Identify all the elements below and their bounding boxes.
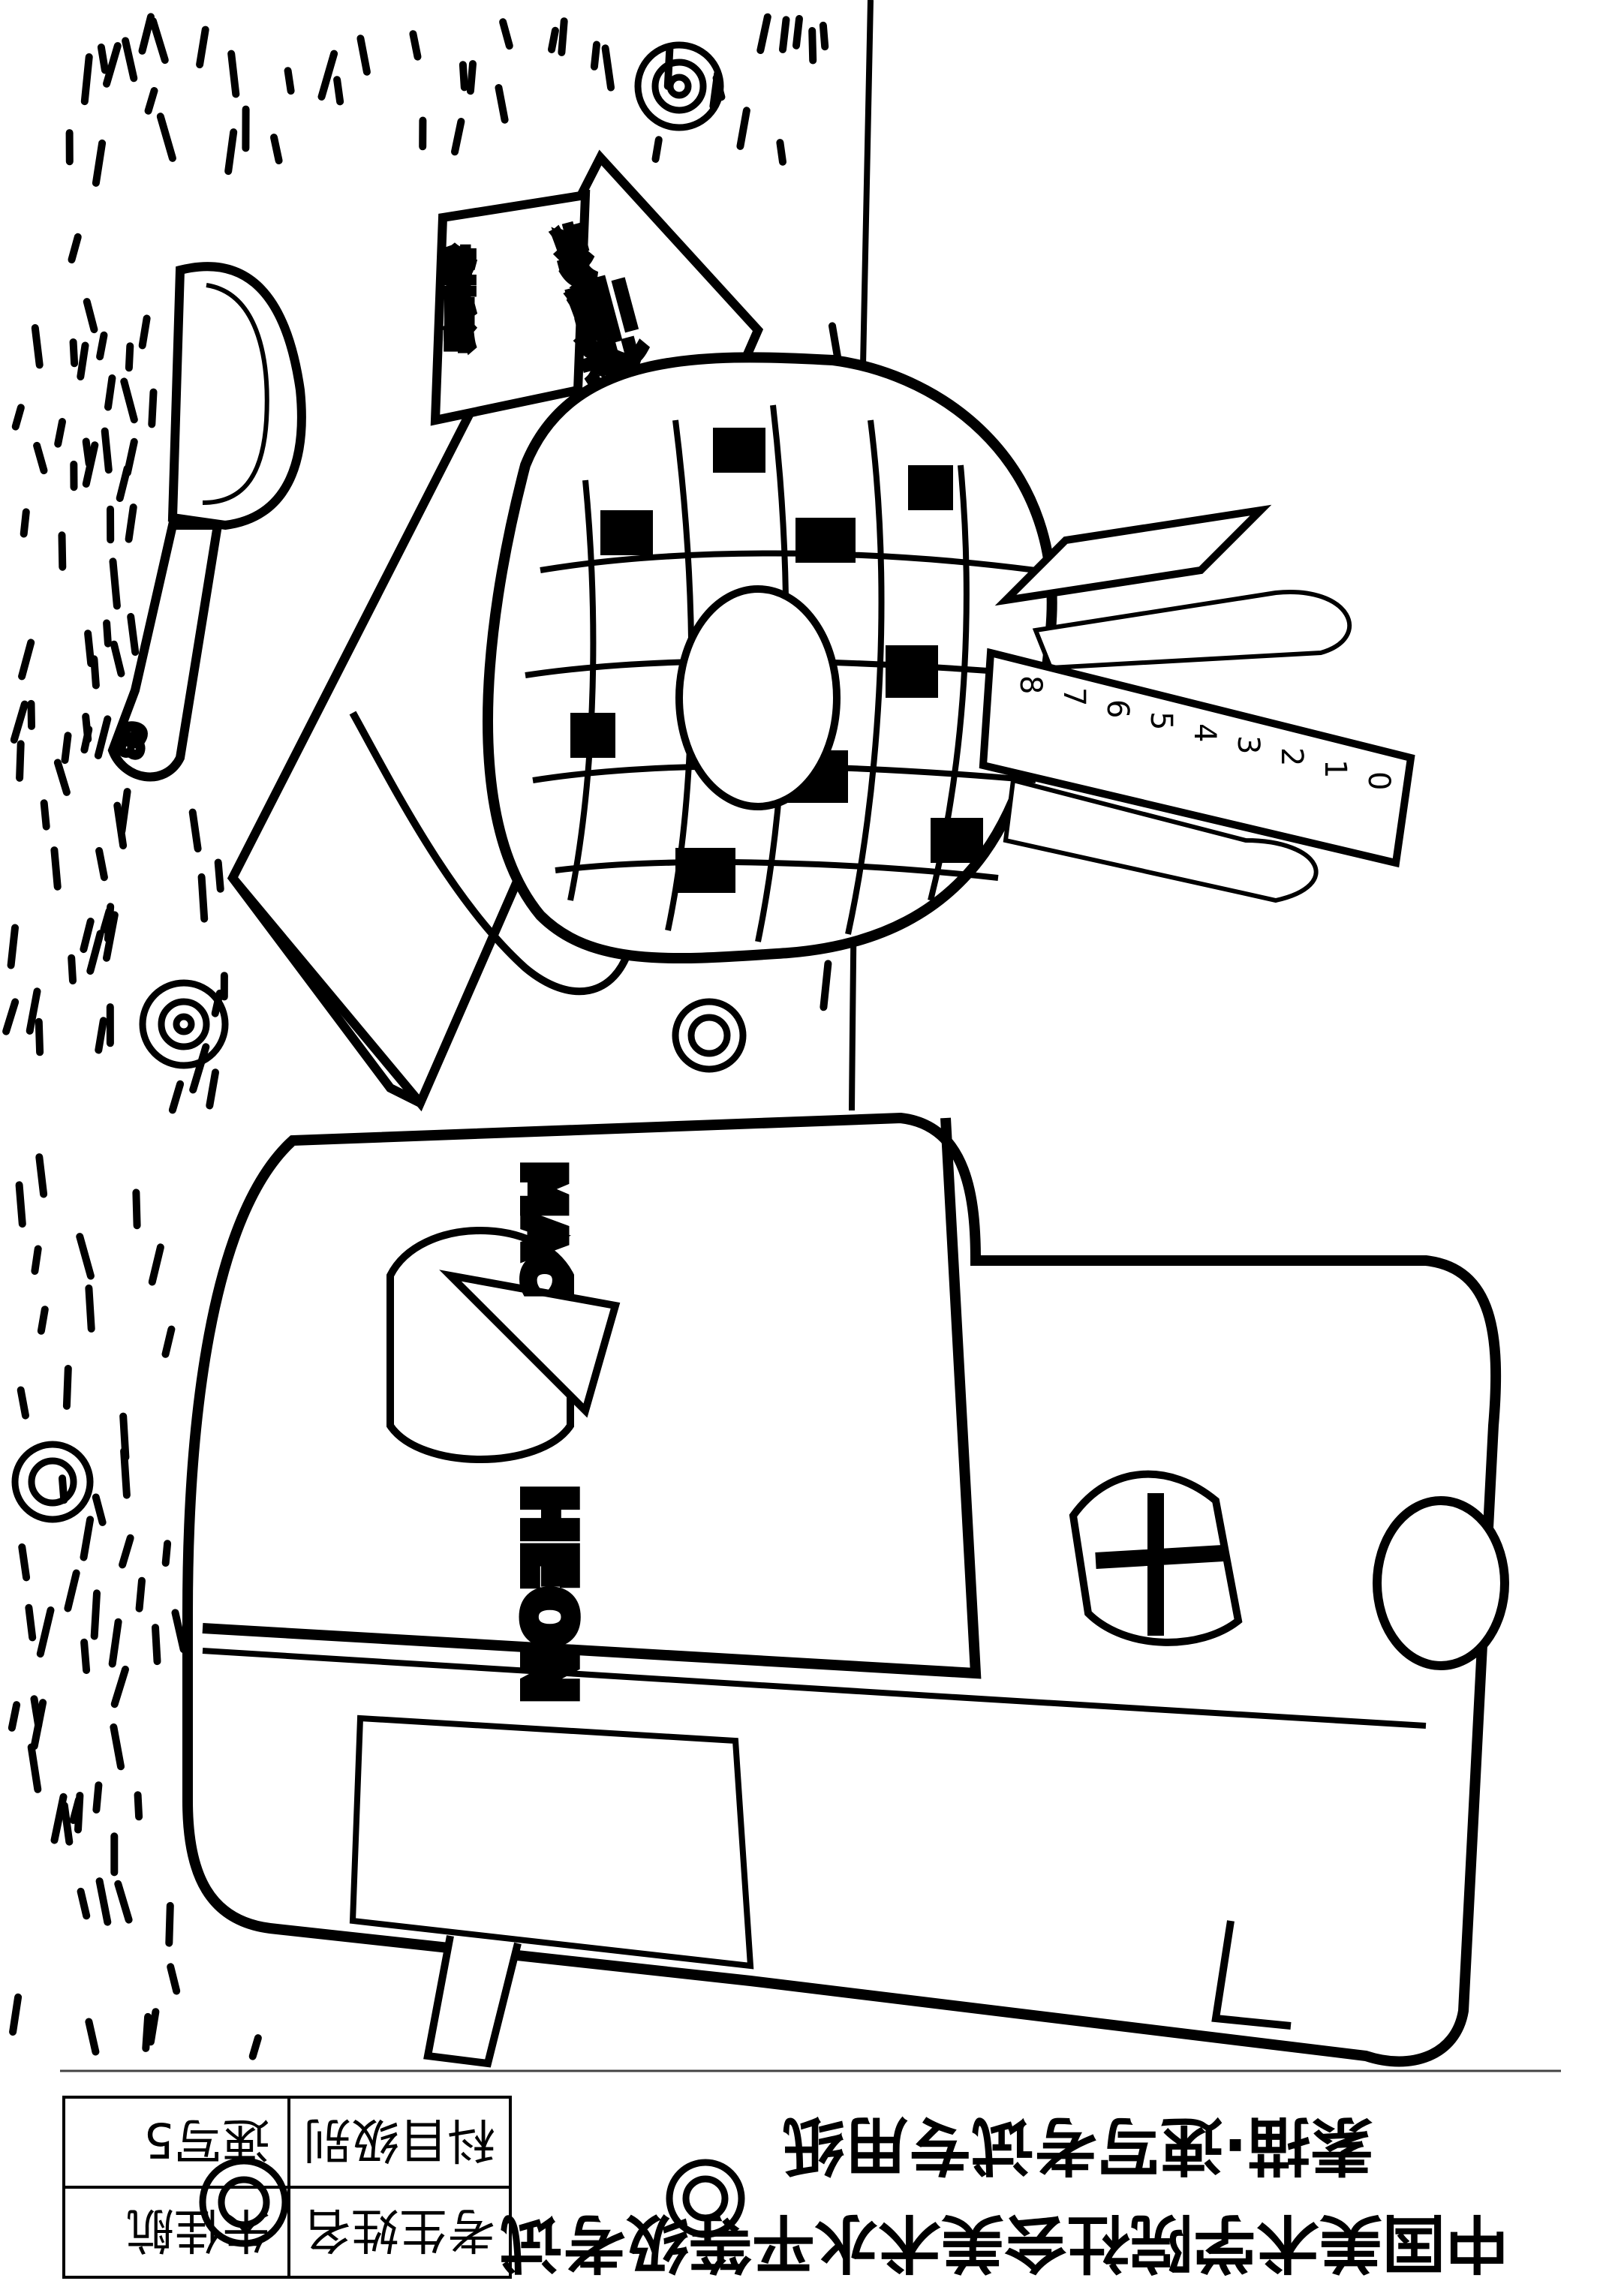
info-name-label: 考生姓名	[303, 2201, 495, 2257]
backpack-text-heon: HEON	[509, 1486, 588, 1702]
backpack-text-mac: MAC	[513, 1163, 574, 1294]
ruler-number: 1	[1318, 759, 1352, 778]
backpack-illustration: MAC HEON	[182, 1112, 1509, 2068]
ruler-number: 0	[1361, 771, 1396, 790]
info-table	[62, 2096, 512, 2279]
ruler-number: 8	[1013, 675, 1048, 694]
ruler-number: 2	[1274, 747, 1309, 766]
ruler-number: 3	[1231, 735, 1265, 754]
pencil-mark-text: 89	[116, 722, 151, 759]
exam-title: 中国美术学院社会美术水平等级考试	[500, 2206, 1508, 2279]
ruler-number: 7	[1057, 687, 1091, 706]
pencil-cup-illustration	[483, 352, 1057, 964]
spiral-decorations	[11, 41, 747, 2247]
info-name-value: 朱佳航	[126, 2201, 270, 2257]
exam-subtitle: 素描·速写考试专用纸	[782, 2108, 1373, 2182]
table-texture	[2, 13, 843, 2060]
info-level-value: 速写5	[143, 2111, 270, 2167]
ruler-number: 6	[1100, 699, 1135, 718]
ruler-number: 4	[1187, 723, 1222, 742]
eraser-illustration: 89	[107, 262, 306, 782]
ruler-number: 5	[1144, 711, 1178, 730]
info-level-label: 科目级别	[303, 2111, 495, 2167]
book-title-2: 格林童话	[444, 248, 474, 350]
footer-texts: 速写5 科目级别 朱佳航 考生姓名 素描·速写考试专用纸 中国美术学院社会美术水…	[126, 2108, 1508, 2279]
